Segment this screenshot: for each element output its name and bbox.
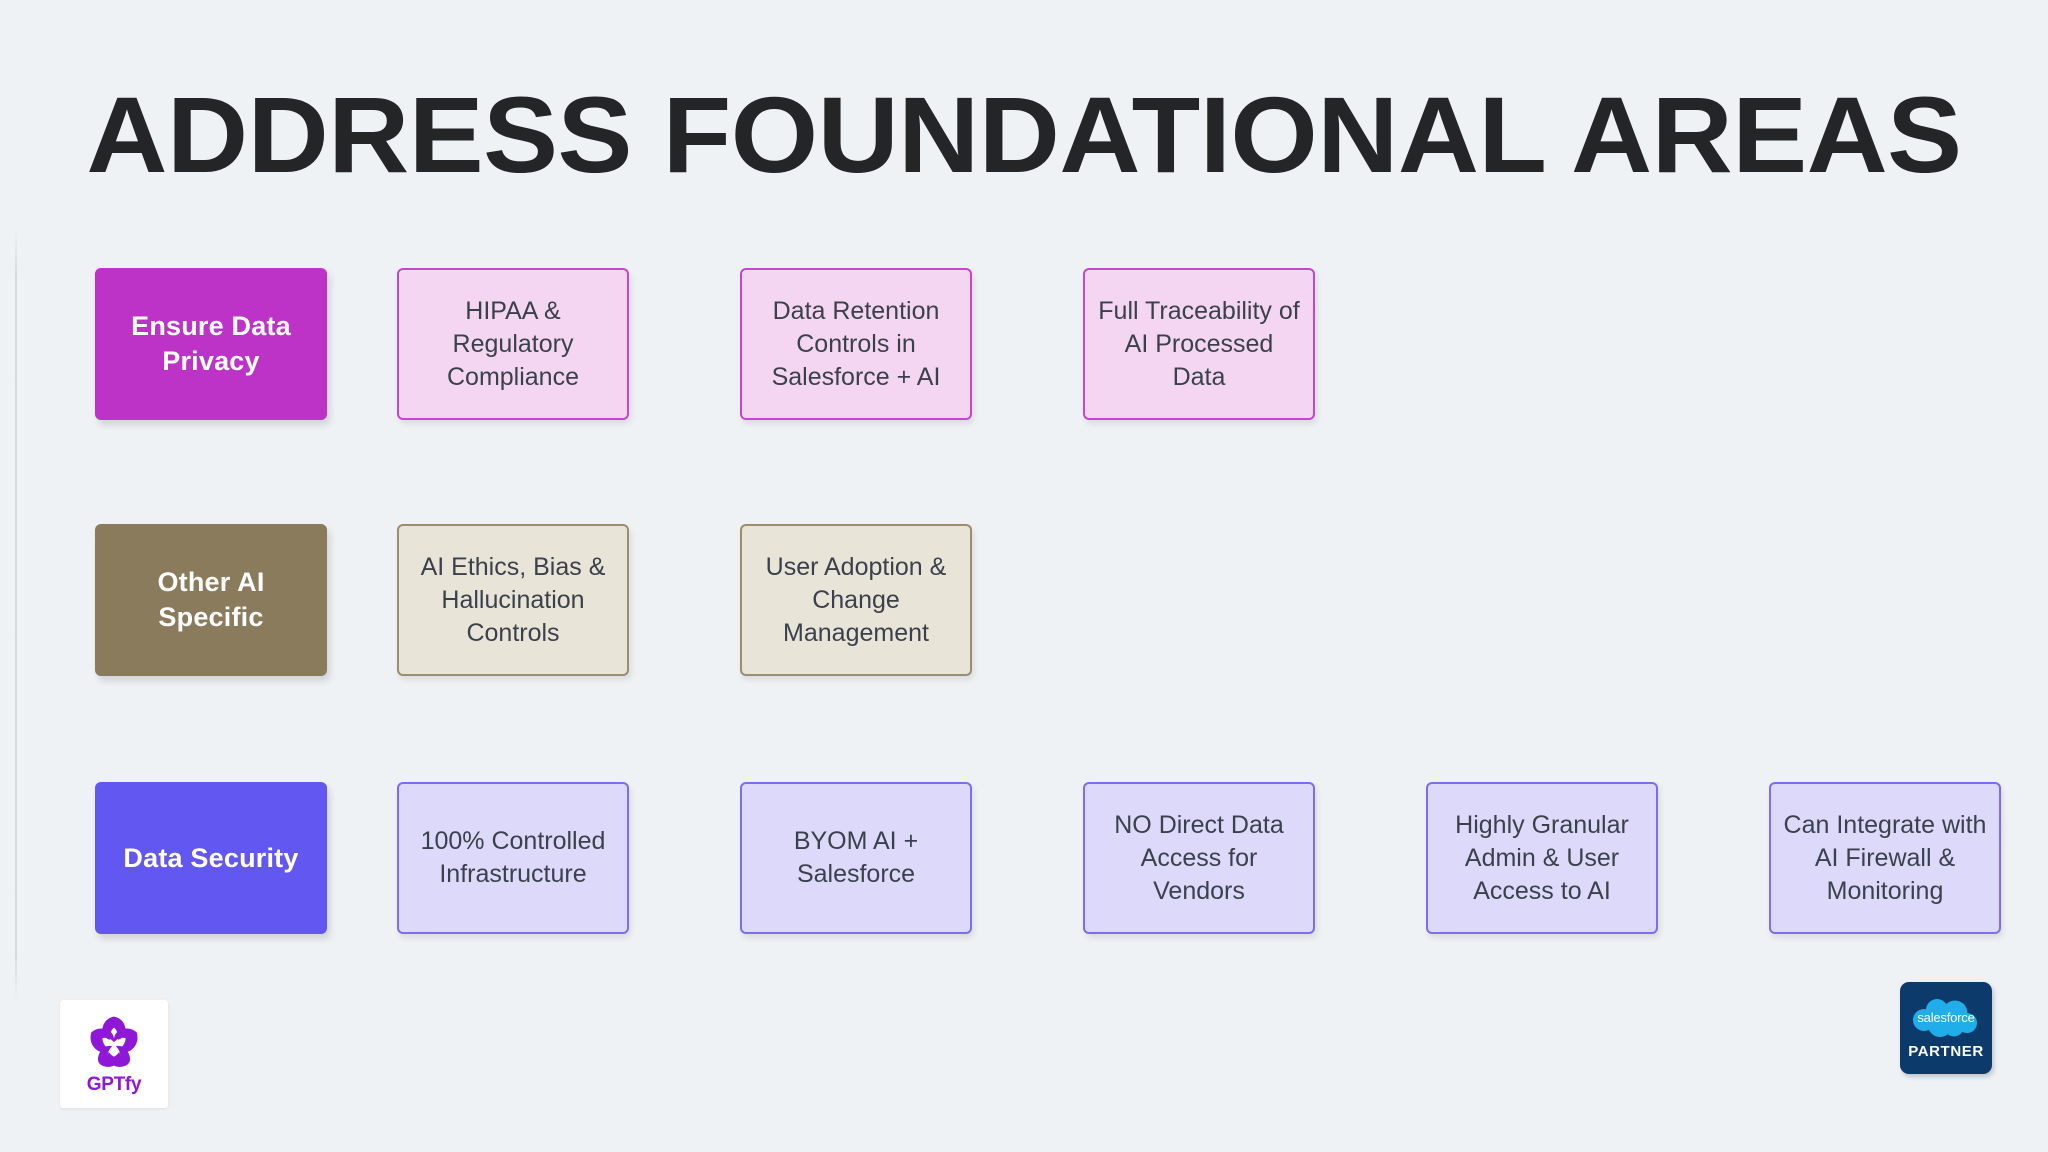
card-granular-admin-user-access[interactable]: Highly Granular Admin & User Access to A…	[1426, 782, 1658, 934]
gptfy-wordmark: GPTfy	[86, 1074, 142, 1095]
card-label: BYOM AI + Salesforce	[793, 827, 919, 888]
row-label-ensure-data-privacy[interactable]: Ensure Data Privacy	[95, 268, 327, 420]
salesforce-cloud-icon	[1913, 998, 1977, 1037]
card-label: Can Integrate with AI Firewall & Monitor…	[1783, 810, 1987, 905]
salesforce-partner-badge: salesforce PARTNER	[1900, 982, 1992, 1074]
row-label-text: Ensure Data Privacy	[131, 311, 291, 376]
card-label: Highly Granular Admin & User Access to A…	[1455, 810, 1629, 905]
row-label-other-ai-specific[interactable]: Other AI Specific	[95, 524, 327, 676]
card-full-traceability[interactable]: Full Traceability of AI Processed Data	[1083, 268, 1315, 420]
card-label: NO Direct Data Access for Vendors	[1114, 810, 1284, 905]
card-controlled-infrastructure[interactable]: 100% Controlled Infrastructure	[397, 782, 629, 934]
card-ai-firewall-monitoring[interactable]: Can Integrate with AI Firewall & Monitor…	[1769, 782, 2001, 934]
salesforce-cloud-text: salesforce	[1917, 1010, 1975, 1025]
card-byom-ai-salesforce[interactable]: BYOM AI + Salesforce	[740, 782, 972, 934]
card-label: HIPAA & Regulatory Compliance	[446, 296, 579, 391]
card-data-retention-controls[interactable]: Data Retention Controls in Salesforce + …	[740, 268, 972, 420]
card-label: Data Retention Controls in Salesforce + …	[771, 296, 941, 391]
left-edge-seam	[15, 230, 17, 1000]
card-no-direct-data-access[interactable]: NO Direct Data Access for Vendors	[1083, 782, 1315, 934]
gptfy-pinwheel-icon	[90, 1016, 138, 1067]
card-hipaa-regulatory-compliance[interactable]: HIPAA & Regulatory Compliance	[397, 268, 629, 420]
row-label-text: Data Security	[123, 842, 299, 873]
card-ai-ethics-bias-hallucination[interactable]: AI Ethics, Bias & Hallucination Controls	[397, 524, 629, 676]
gptfy-logo: GPTfy	[60, 1000, 168, 1108]
row-label-data-security[interactable]: Data Security	[95, 782, 327, 934]
card-label: User Adoption & Change Management	[765, 552, 947, 647]
row-label-text: Other AI Specific	[157, 567, 265, 632]
card-label: AI Ethics, Bias & Hallucination Controls	[420, 552, 606, 647]
page-title: ADDRESS FOUNDATIONAL AREAS	[86, 74, 1962, 195]
card-label: Full Traceability of AI Processed Data	[1098, 296, 1300, 391]
card-user-adoption-change-management[interactable]: User Adoption & Change Management	[740, 524, 972, 676]
card-label: 100% Controlled Infrastructure	[420, 827, 606, 888]
salesforce-partner-text: PARTNER	[1908, 1042, 1984, 1060]
